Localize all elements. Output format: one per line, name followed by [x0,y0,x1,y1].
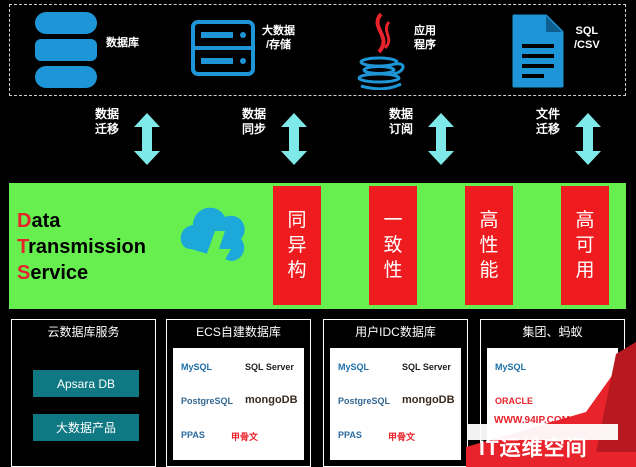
ppas-logo: PPAS [338,430,362,440]
panel-title: 用户IDC数据库 [355,325,436,339]
mongodb-logo: mongoDB [402,394,455,406]
panel-title: 集团、蚂蚁 [522,325,583,339]
mysql-logo: MySQL [495,362,527,372]
bigdata-product-tag: 大数据产品 [33,414,139,441]
double-arrow-icon [281,113,307,165]
database-icon [35,12,97,88]
double-arrow-icon [134,113,160,165]
server-icon [191,20,255,76]
sqlserver-logo: SQL Server [402,362,451,372]
watermark-url: WWW.94IP.COM [494,415,570,426]
feature-consistency: 一致性 [369,186,417,305]
source-label-file: SQL /CSV [574,25,600,51]
mysql-logo: MySQL [181,362,213,372]
flow-label-sync: 数据同步 [242,107,267,136]
flow-label-subscribe: 数据订阅 [389,107,414,136]
java-icon [357,12,405,90]
flow-label-migration: 数据迁移 [95,107,120,136]
feature-availability: 高可用 [561,186,609,305]
sqlserver-logo: SQL Server [245,362,294,372]
sources-region [9,4,626,96]
db-logos: MySQL SQL Server PostgreSQL mongoDB PPAS… [330,348,461,460]
mongodb-logo: mongoDB [245,394,298,406]
watermark-title: IT运维空间 [479,437,588,460]
ppas-logo: PPAS [181,430,205,440]
apsara-db-tag: Apsara DB [33,370,139,397]
panel-cloud-db: 云数据库服务 Apsara DB 大数据产品 [11,319,156,467]
cloud-logo-icon [180,207,245,285]
panel-title: ECS自建数据库 [196,325,281,339]
double-arrow-icon [428,113,454,165]
panel-ecs-db: ECS自建数据库 MySQL SQL Server PostgreSQL mon… [166,319,311,467]
oracle-logo: ORACLE [495,396,533,406]
source-label-bigdata: 大数据 /存储 [262,25,295,51]
panel-title: 云数据库服务 [47,325,120,339]
postgresql-logo: PostgreSQL [338,396,391,406]
oracle-logo: 甲骨文 [231,432,259,442]
watermark-ribbon [466,342,636,467]
postgresql-logo: PostgreSQL [181,396,234,406]
source-label-app: 应用 程序 [414,25,436,51]
dts-title: Data Transmission Service [17,210,146,284]
panel-idc-db: 用户IDC数据库 MySQL SQL Server PostgreSQL mon… [323,319,468,467]
document-icon [512,14,564,88]
db-logos: MySQL SQL Server PostgreSQL mongoDB PPAS… [173,348,304,460]
flow-label-file-migration: 文件迁移 [536,107,561,136]
feature-performance: 高性能 [465,186,513,305]
feature-heterogeneous: 同异构 [273,186,321,305]
source-label-database: 数据库 [106,37,139,49]
oracle-logo: 甲骨文 [388,432,416,442]
double-arrow-icon [575,113,601,165]
mysql-logo: MySQL [338,362,370,372]
